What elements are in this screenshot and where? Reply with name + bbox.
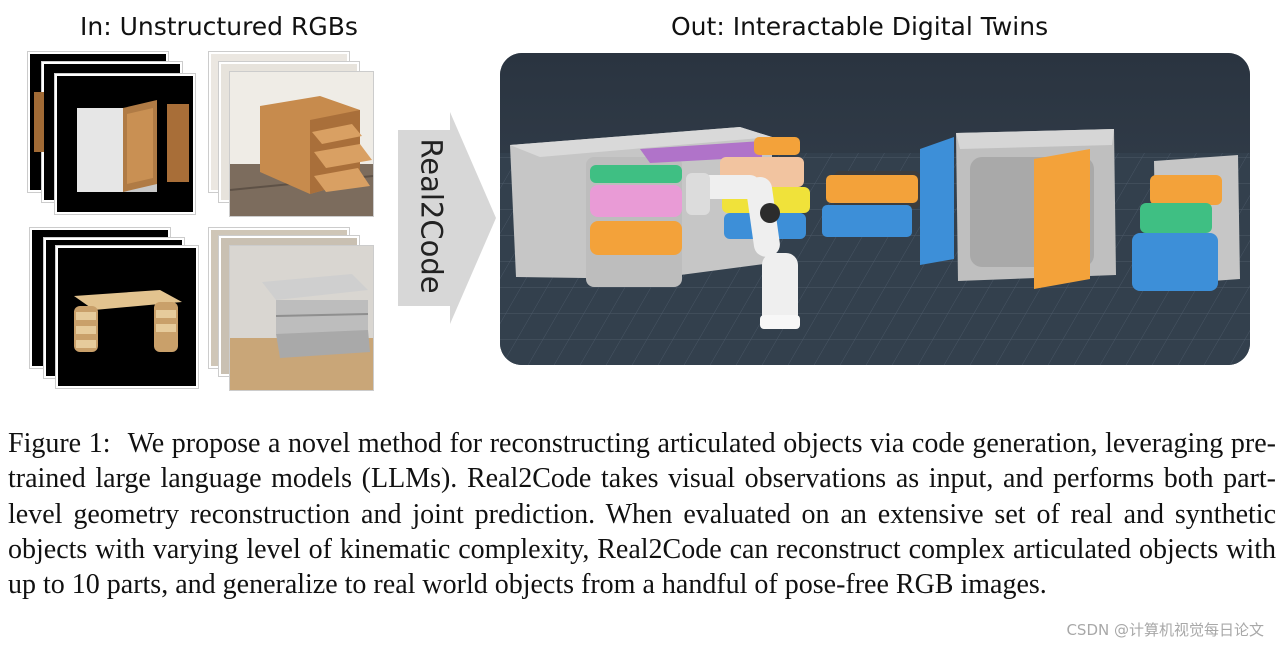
input-stack-dresser-photo (209, 228, 379, 390)
cabinet-side-sliver (34, 92, 44, 152)
output-heading: Out: Interactable Digital Twins (671, 12, 1049, 41)
drawer-unit-photo-image (230, 72, 373, 216)
arrow-icon (398, 112, 496, 324)
caption-label: Figure 1: (8, 428, 111, 459)
dresser-photo-image (230, 246, 373, 390)
arrow-label: Real2Code (415, 138, 449, 294)
cabinet-photo-image (57, 76, 193, 212)
desk-twin (510, 127, 810, 287)
input-stack-desk (30, 228, 200, 390)
scene-image (500, 53, 1250, 365)
drawers-twin (822, 171, 920, 237)
watermark: CSDN @计算机视觉每日论文 (1066, 621, 1264, 639)
figure-caption: Figure 1: We propose a novel method for … (8, 426, 1276, 602)
input-heading: In: Unstructured RGBs (80, 12, 358, 41)
cabinet-twin (920, 129, 1116, 289)
input-stack-cabinet (28, 52, 198, 217)
arrow-label-wrap: Real2Code (408, 120, 456, 312)
digital-twin-render (500, 53, 1250, 365)
robot-arm (686, 173, 800, 329)
right-unit-twin (1132, 155, 1240, 291)
input-stack-drawers-photo (209, 52, 379, 217)
desk-photo-image (58, 248, 196, 386)
caption-text: We propose a novel method for reconstruc… (8, 428, 1276, 601)
figure: In: Unstructured RGBs Out: Interactable … (28, 12, 1250, 390)
